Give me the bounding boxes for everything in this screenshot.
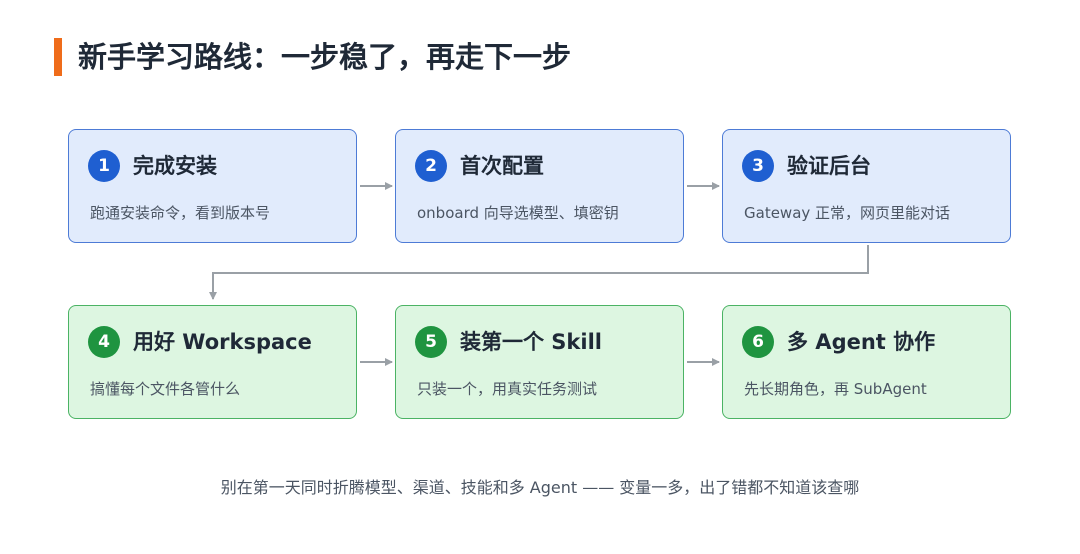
step-title: 用好 Workspace [133, 330, 312, 354]
step-title: 多 Agent 协作 [787, 330, 936, 354]
step-description: 跑通安装命令，看到版本号 [90, 204, 271, 222]
footer-note: 别在第一天同时折腾模型、渠道、技能和多 Agent —— 变量一多，出了错都不知… [220, 478, 860, 497]
step-number-badge: 4 [88, 326, 120, 358]
step-card-3: 3 验证后台 Gateway 正常，网页里能对话 [722, 129, 1011, 243]
title-accent-bar [54, 38, 62, 76]
step-card-6: 6 多 Agent 协作 先长期角色，再 SubAgent [722, 305, 1011, 419]
step-number-badge: 5 [415, 326, 447, 358]
step-number-badge: 2 [415, 150, 447, 182]
step-description: 搞懂每个文件各管什么 [90, 380, 241, 398]
step-card-5: 5 装第一个 Skill 只装一个，用真实任务测试 [395, 305, 684, 419]
step-title: 验证后台 [787, 154, 871, 178]
step-description: Gateway 正常，网页里能对话 [744, 204, 951, 222]
arrow-3-to-4 [209, 245, 869, 300]
step-number-badge: 1 [88, 150, 120, 182]
page-title: 新手学习路线：一步稳了，再走下一步 [78, 40, 572, 74]
step-card-2: 2 首次配置 onboard 向导选模型、填密钥 [395, 129, 684, 243]
step-title: 装第一个 Skill [460, 330, 602, 354]
step-number-badge: 6 [742, 326, 774, 358]
step-description: 只装一个，用真实任务测试 [417, 380, 598, 398]
step-card-1: 1 完成安装 跑通安装命令，看到版本号 [68, 129, 357, 243]
step-description: 先长期角色，再 SubAgent [744, 380, 927, 398]
step-title: 完成安装 [133, 154, 217, 178]
step-description: onboard 向导选模型、填密钥 [417, 204, 619, 222]
step-card-4: 4 用好 Workspace 搞懂每个文件各管什么 [68, 305, 357, 419]
step-title: 首次配置 [460, 154, 544, 178]
step-number-badge: 3 [742, 150, 774, 182]
